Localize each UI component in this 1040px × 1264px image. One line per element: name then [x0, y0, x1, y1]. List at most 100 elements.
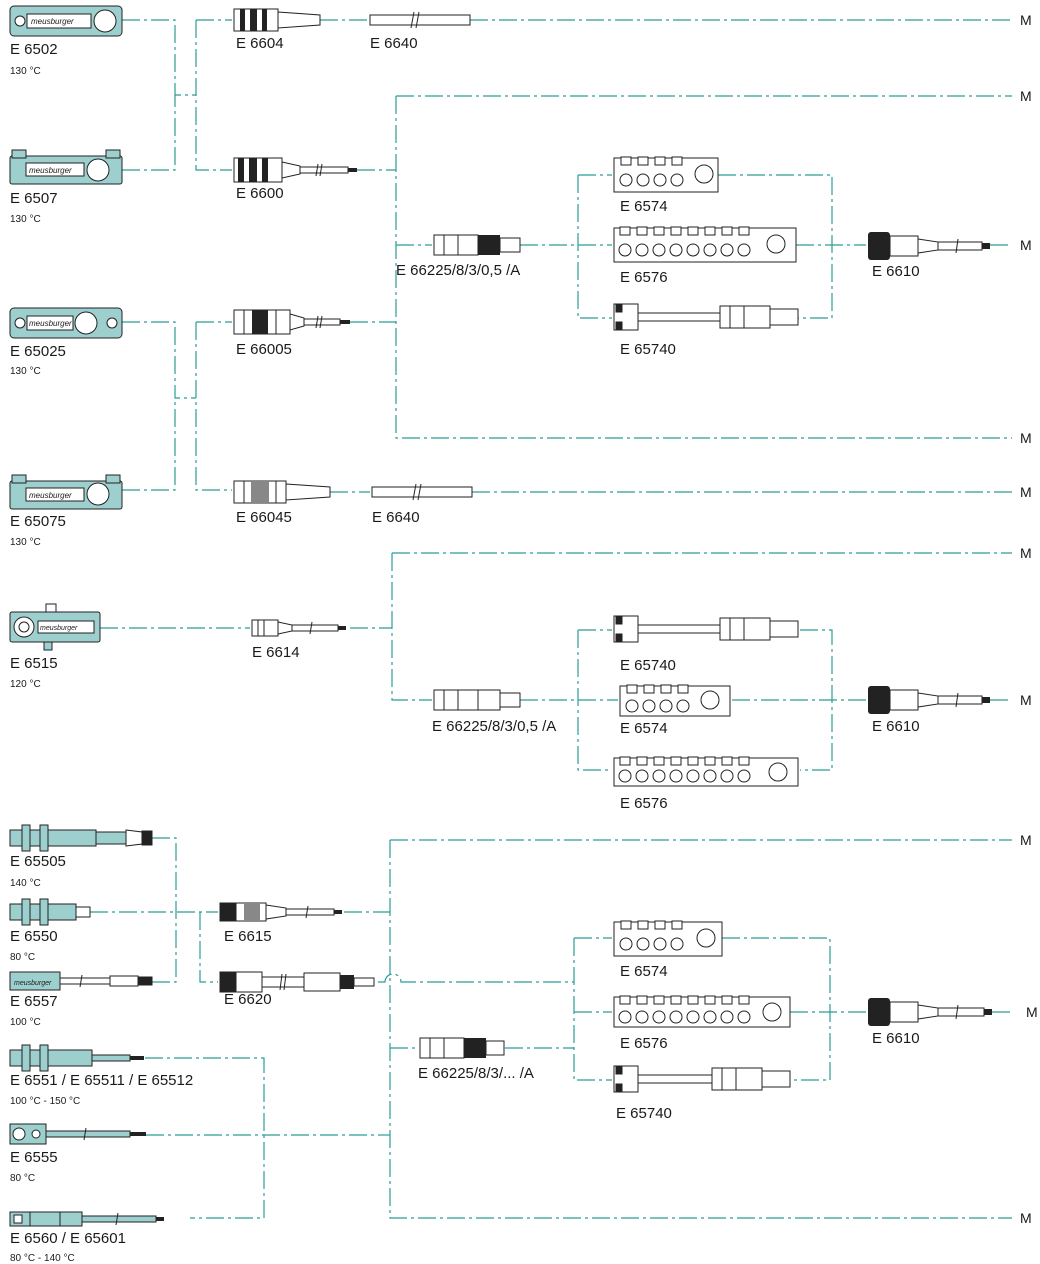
label-e6507: E 6507 [10, 190, 58, 207]
label-e66225-b: E 66225/8/3/0,5 /A [432, 718, 556, 735]
connector-e6610-c [868, 998, 992, 1026]
connection-lines [90, 19, 1012, 1219]
label-e66225-c: E 66225/8/3/... /A [418, 1065, 534, 1082]
sensor-e6555 [9, 1123, 146, 1145]
svg-text:meusburger: meusburger [29, 166, 72, 175]
cable-e6640-lower [371, 483, 473, 501]
label-e6620: E 6620 [224, 991, 272, 1008]
sensor-e6551 [9, 1044, 144, 1072]
plug-e66045 [233, 480, 331, 504]
label-e6515: E 6515 [10, 655, 58, 672]
adapter-e66225-a [433, 234, 521, 256]
label-e6576-a: E 6576 [620, 269, 668, 286]
label-e65740-a: E 65740 [620, 341, 676, 358]
label-e6576-b: E 6576 [620, 795, 668, 812]
label-e66225-a: E 66225/8/3/0,5 /A [396, 262, 520, 279]
label-e6604: E 6604 [236, 35, 284, 52]
plug-e6604 [233, 8, 321, 32]
plug-e66005 [233, 309, 350, 335]
socket-e65025: meusburger [9, 307, 123, 339]
m-marker: M [1020, 12, 1032, 28]
label-e6610-b: E 6610 [872, 718, 920, 735]
m-marker: M [1020, 88, 1032, 104]
socket-e6507: meusburger [9, 149, 123, 185]
temp-e65025: 130 °C [10, 366, 41, 377]
temp-e6551: 100 °C - 150 °C [10, 1096, 80, 1107]
splitter-e65740-c [613, 1065, 791, 1093]
svg-text:meusburger: meusburger [29, 319, 72, 328]
label-e6640-lower: E 6640 [372, 509, 420, 526]
m-marker: M [1020, 1210, 1032, 1226]
box-e6574-b [619, 684, 731, 717]
temp-e6502: 130 °C [10, 66, 41, 77]
label-e6600: E 6600 [236, 185, 284, 202]
box-e6576-c [613, 995, 791, 1028]
m-marker: M [1020, 832, 1032, 848]
svg-text:meusburger: meusburger [14, 980, 52, 987]
m-marker: M [1020, 237, 1032, 253]
m-marker: M [1020, 484, 1032, 500]
splitter-e65740-a [613, 303, 799, 331]
temp-e65505: 140 °C [10, 878, 41, 889]
label-e65075: E 65075 [10, 513, 66, 530]
connector-e6614 [251, 619, 346, 637]
label-e6550: E 6550 [10, 928, 58, 945]
label-e6640-top: E 6640 [370, 35, 418, 52]
adapter-e66225-b [433, 689, 521, 711]
label-e65740-c: E 65740 [616, 1105, 672, 1122]
label-e6560: E 6560 / E 65601 [10, 1230, 126, 1247]
m-marker: M [1026, 1004, 1038, 1020]
label-e6502: E 6502 [10, 41, 58, 58]
label-e6615: E 6615 [224, 928, 272, 945]
label-e65740-b: E 65740 [620, 657, 676, 674]
label-e6574-b: E 6574 [620, 720, 668, 737]
label-e66045: E 66045 [236, 509, 292, 526]
svg-text:meusburger: meusburger [40, 625, 78, 632]
connector-e6610-a [868, 232, 990, 260]
connector-e6615 [219, 902, 342, 922]
label-e6610-a: E 6610 [872, 263, 920, 280]
temp-e6515: 120 °C [10, 679, 41, 690]
m-marker: M [1020, 430, 1032, 446]
box-e6574-a [613, 156, 719, 193]
svg-text:meusburger: meusburger [29, 491, 72, 500]
temp-e6507: 130 °C [10, 214, 41, 225]
socket-e6502: meusburger [9, 5, 123, 37]
temp-e6560: 80 °C - 140 °C [10, 1253, 75, 1264]
cable-e6640-top [369, 11, 471, 29]
socket-e6515: meusburger [9, 603, 101, 651]
socket-e65075: meusburger [9, 474, 123, 510]
connector-e6610-b [868, 686, 990, 714]
temp-e65075: 130 °C [10, 537, 41, 548]
label-e65025: E 65025 [10, 343, 66, 360]
label-e6574-a: E 6574 [620, 198, 668, 215]
m-markers: M M M M M M M M M M [1020, 12, 1038, 1226]
svg-text:meusburger: meusburger [31, 17, 74, 26]
sensor-e6550 [9, 898, 91, 926]
plug-e6600 [233, 157, 357, 183]
label-e66005: E 66005 [236, 341, 292, 358]
m-marker: M [1020, 545, 1032, 561]
m-marker: M [1020, 692, 1032, 708]
box-e6576-a [613, 226, 797, 263]
temp-e6550: 80 °C [10, 952, 35, 963]
label-e6551: E 6551 / E 65511 / E 65512 [10, 1072, 193, 1089]
box-e6576-b [613, 756, 799, 787]
adapter-e66225-c [419, 1037, 505, 1059]
label-e6576-c: E 6576 [620, 1035, 668, 1052]
label-e6555: E 6555 [10, 1149, 58, 1166]
connector-e6620 [219, 971, 375, 993]
temp-e6555: 80 °C [10, 1173, 35, 1184]
label-e65505: E 65505 [10, 853, 66, 870]
splitter-e65740-b [613, 615, 799, 643]
sensor-e65505 [9, 824, 153, 852]
sensor-e6557: meusburger [9, 971, 153, 991]
sensor-e6560 [9, 1211, 164, 1227]
box-e6574-c [613, 920, 723, 957]
label-e6610-c: E 6610 [872, 1030, 920, 1047]
label-e6574-c: E 6574 [620, 963, 668, 980]
label-e6557: E 6557 [10, 993, 58, 1010]
label-e6614: E 6614 [252, 644, 300, 661]
